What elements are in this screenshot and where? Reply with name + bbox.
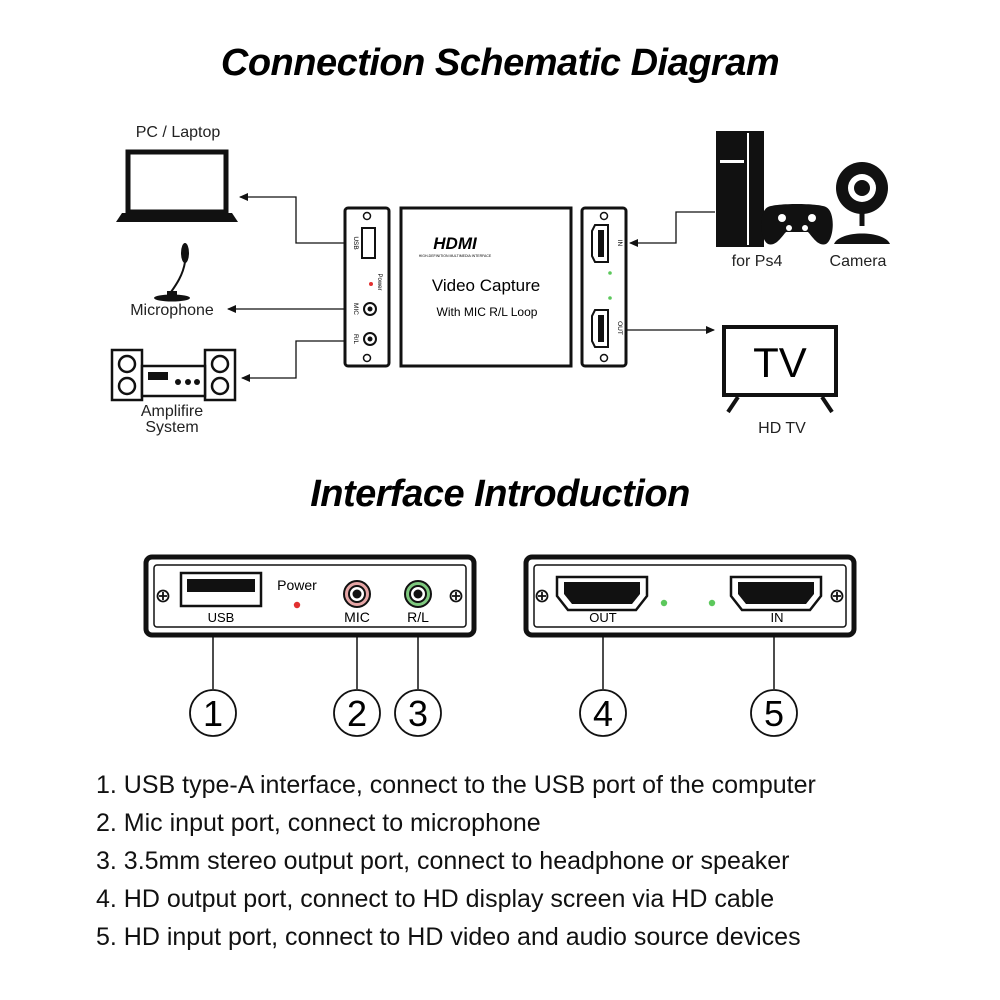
rl-jack xyxy=(404,580,432,608)
svg-text:1: 1 xyxy=(203,693,223,734)
rl-port-label: R/L xyxy=(407,609,429,625)
leader-lines xyxy=(212,637,775,689)
capture-left-panel xyxy=(343,206,391,368)
screw-icon xyxy=(535,589,549,603)
screw-icon xyxy=(830,589,844,603)
callout-1: 1 xyxy=(189,689,237,737)
connection-lines-left xyxy=(227,193,344,382)
tv-icon xyxy=(722,325,838,414)
capture-box-subtitle: With MIC R/L Loop xyxy=(437,305,538,319)
callout-4: 4 xyxy=(579,689,627,737)
capture-in-label: IN xyxy=(616,240,623,247)
callout-5: 5 xyxy=(750,689,798,737)
amplifier-label-line2: System xyxy=(145,419,198,436)
status-led xyxy=(660,599,668,607)
hdmi-logo-subtitle: HIGH-DEFINITION MULTIMEDIA INTERFACE xyxy=(419,254,492,258)
power-led xyxy=(293,601,301,609)
svg-text:4: 4 xyxy=(593,693,613,734)
usb-port xyxy=(179,571,263,608)
schematic-title: Connection Schematic Diagram xyxy=(220,42,780,84)
connection-lines-right xyxy=(627,211,715,334)
usb-port-label: USB xyxy=(208,610,235,625)
screw-icon xyxy=(156,589,170,603)
capture-power-label: Power xyxy=(376,273,382,290)
capture-box-title: Video Capture xyxy=(432,276,540,295)
capture-right-panel xyxy=(580,206,628,368)
capture-mic-label: MIC xyxy=(352,303,359,315)
amplifier-label-line1: Amplifire xyxy=(141,403,203,420)
laptop-icon xyxy=(116,149,238,222)
svg-text:3: 3 xyxy=(408,693,428,734)
hdmi-out-port xyxy=(555,575,649,612)
tv-label: HD TV xyxy=(758,420,806,437)
capture-box xyxy=(399,206,573,368)
ps4-console-icon xyxy=(716,131,764,247)
description-3: 3. 3.5mm stereo output port, connect to … xyxy=(96,847,790,875)
interface-panels: USB Power MIC R/L OUT IN xyxy=(143,554,857,737)
description-4: 4. HD output port, connect to HD display… xyxy=(96,885,775,913)
camera-label: Camera xyxy=(830,253,887,270)
callout-2: 2 xyxy=(333,689,381,737)
description-2: 2. Mic input port, connect to microphone xyxy=(96,809,541,837)
microphone-icon xyxy=(154,243,190,302)
capture-out-label: OUT xyxy=(616,321,623,335)
ps4-label: for Ps4 xyxy=(732,253,783,270)
callout-3: 3 xyxy=(394,689,442,737)
microphone-label: Microphone xyxy=(130,302,214,319)
out-port-label: OUT xyxy=(589,610,617,625)
interface-title: Interface Introduction xyxy=(310,473,690,515)
hdmi-in-port xyxy=(729,575,823,612)
svg-text:5: 5 xyxy=(764,693,784,734)
webcam-icon xyxy=(834,162,890,244)
pc-label: PC / Laptop xyxy=(136,124,221,141)
svg-text:2: 2 xyxy=(347,693,367,734)
left-interface-panel xyxy=(143,554,477,638)
mic-port-label: MIC xyxy=(344,609,370,625)
gamepad-icon xyxy=(761,204,833,245)
tv-screen-text: TV xyxy=(753,339,807,386)
connection-schematic: PC / Laptop Microphone Amplifire System xyxy=(110,124,890,437)
screw-icon xyxy=(449,589,463,603)
capture-usb-label: USB xyxy=(352,236,359,249)
description-1: 1. USB type-A interface, connect to the … xyxy=(96,771,816,799)
mic-jack xyxy=(343,580,371,608)
amplifier-icon xyxy=(110,348,237,402)
in-port-label: IN xyxy=(771,610,784,625)
description-5: 5. HD input port, connect to HD video an… xyxy=(96,923,801,951)
status-led xyxy=(708,599,716,607)
capture-rl-label: R/L xyxy=(352,334,359,345)
hdmi-logo: HDMI xyxy=(433,234,478,253)
power-label: Power xyxy=(277,577,317,593)
